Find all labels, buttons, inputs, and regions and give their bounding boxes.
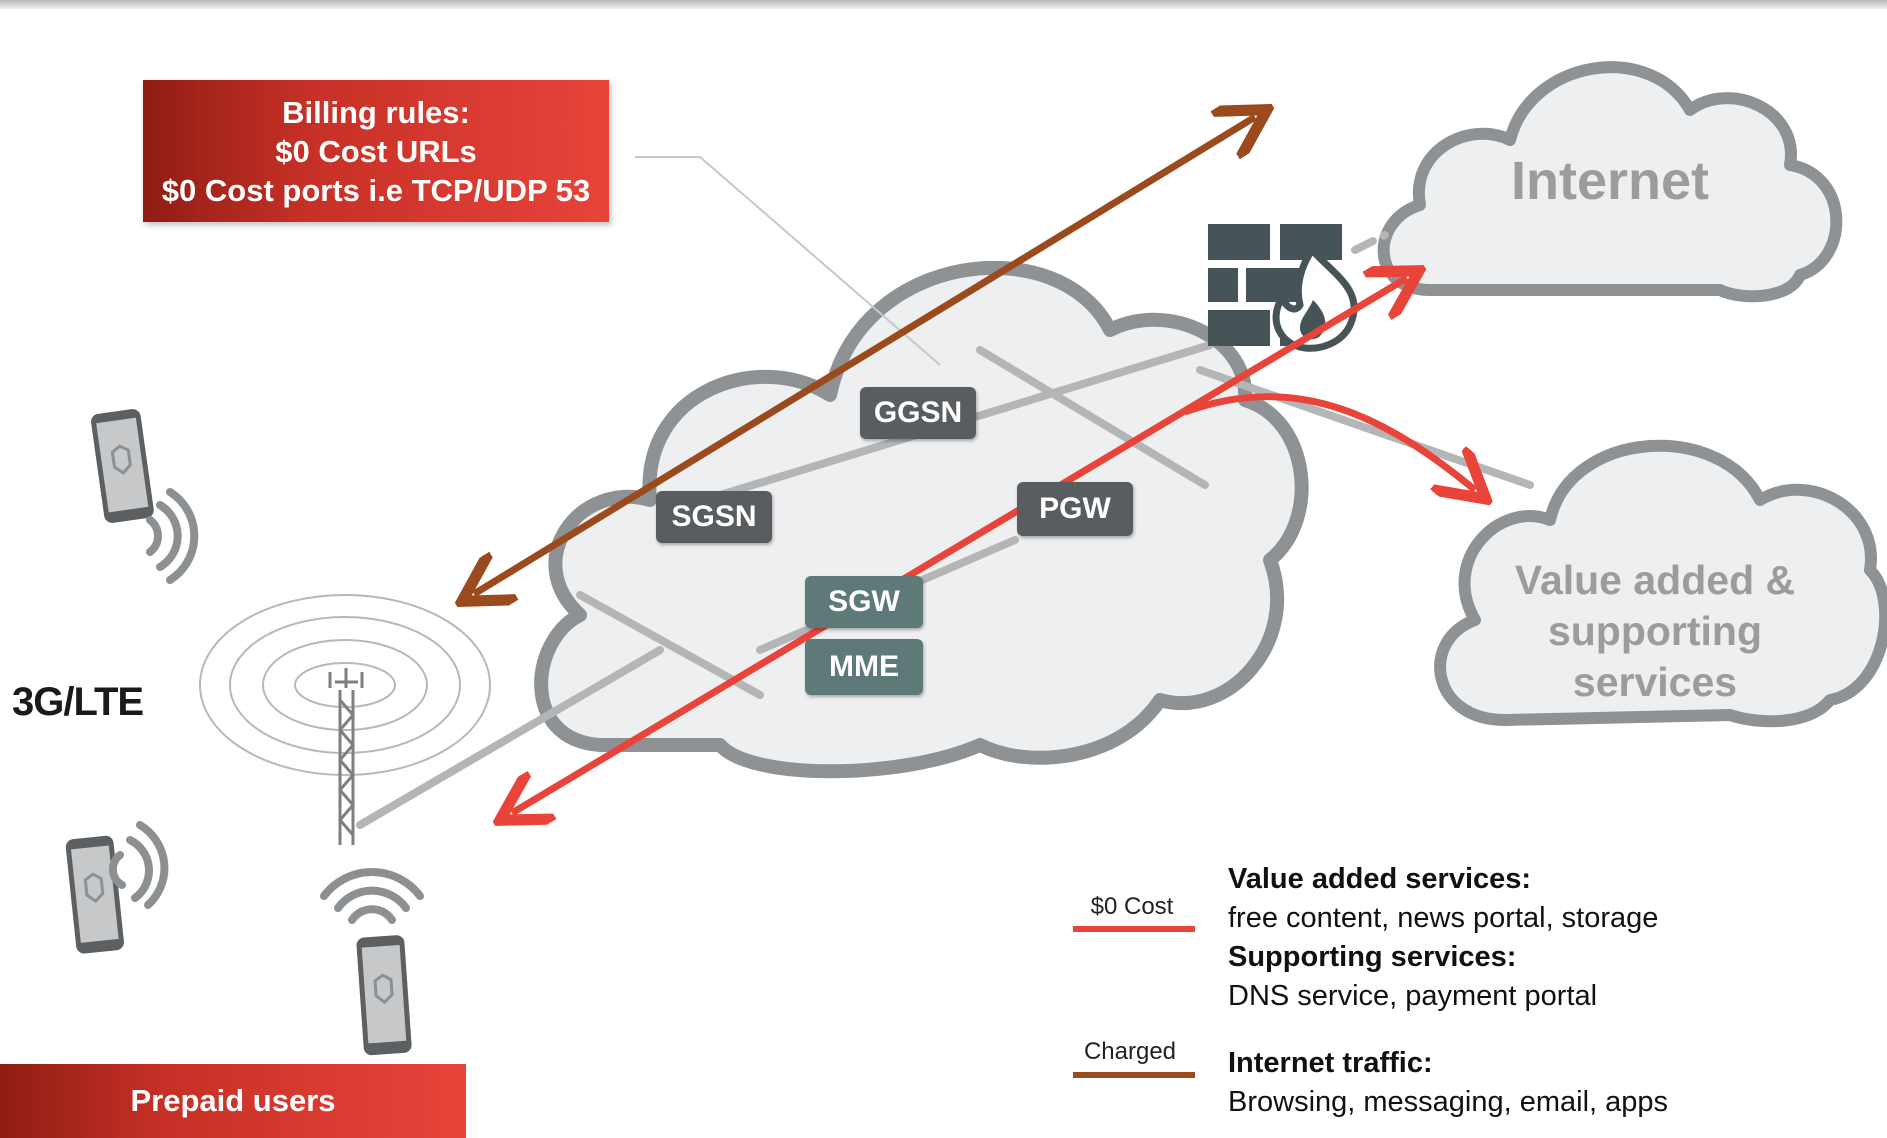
internet-cloud-label: Internet — [1510, 151, 1710, 211]
legend-free-heading1: Value added services: — [1228, 863, 1532, 895]
legend-free-line — [1073, 926, 1195, 932]
top-bar — [0, 0, 1887, 9]
billing-rules-title: Billing rules: — [282, 94, 470, 130]
internet-cloud — [1377, 61, 1843, 303]
value-added-cloud-label: Value added & supporting services — [1490, 555, 1820, 708]
signal-waves-icon — [146, 488, 199, 584]
legend-charged-line — [1073, 1072, 1195, 1078]
ggsn-node: GGSN — [860, 387, 976, 439]
smartphone-icon — [65, 835, 124, 954]
legend-free-heading2: Supporting services: — [1228, 941, 1517, 973]
sgsn-node: SGSN — [656, 491, 772, 543]
value-added-label-line2: supporting — [1547, 608, 1763, 654]
legend-free-text1: free content, news portal, storage — [1228, 902, 1659, 934]
legend-free-text: Value added services: free content, news… — [1228, 860, 1658, 1016]
access-network-label: 3G/LTE — [12, 680, 144, 724]
legend-charged-key: Charged — [1083, 1038, 1177, 1065]
pgw-node: PGW — [1017, 482, 1133, 536]
legend-charged-heading: Internet traffic: — [1228, 1047, 1433, 1079]
free-traffic-branch-arrow — [1183, 393, 1475, 490]
signal-waves-icon — [108, 821, 169, 909]
legend-charged-text-line: Browsing, messaging, email, apps — [1228, 1086, 1669, 1118]
smartphone-icon — [356, 935, 412, 1056]
prepaid-users-box: Prepaid users — [0, 1064, 466, 1138]
cell-tower-icon — [328, 668, 364, 845]
billing-rule-urls: $0 Cost URLs — [275, 133, 477, 169]
billing-rules-box: Billing rules: $0 Cost URLs $0 Cost port… — [143, 80, 609, 222]
value-added-cloud — [1434, 439, 1887, 728]
legend-free-text2: DNS service, payment portal — [1228, 980, 1598, 1012]
billing-rule-ports: $0 Cost ports i.e TCP/UDP 53 — [161, 172, 591, 208]
mme-node: MME — [805, 639, 923, 695]
legend-free-key: $0 Cost — [1090, 893, 1174, 920]
legend-charged-text: Internet traffic: Browsing, messaging, e… — [1228, 1044, 1668, 1122]
signal-waves-icon — [320, 868, 424, 924]
value-added-label-line1: Value added & — [1514, 557, 1796, 603]
free-traffic-arrow — [512, 278, 1407, 813]
smartphone-icon — [91, 409, 154, 523]
sgw-node: SGW — [805, 576, 923, 628]
value-added-label-line3: services — [1572, 659, 1738, 705]
